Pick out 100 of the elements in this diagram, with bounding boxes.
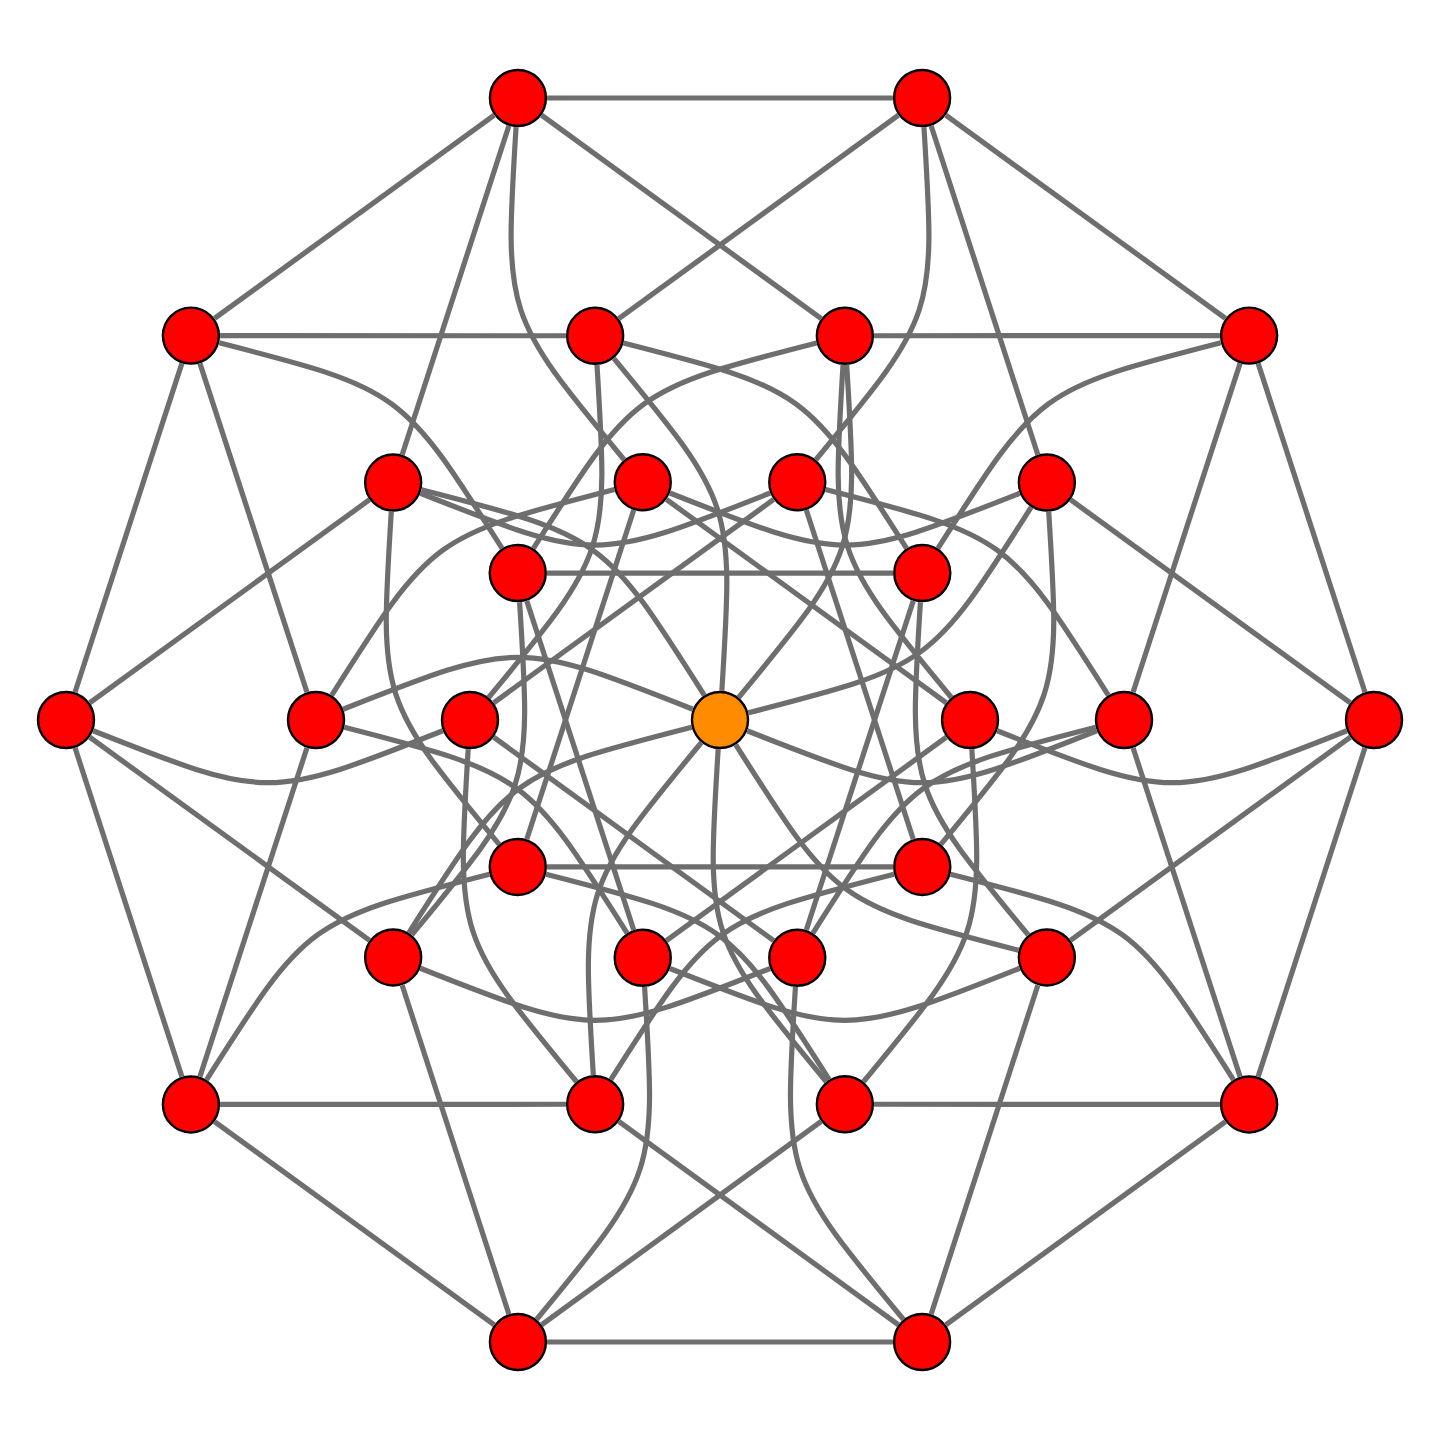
edge-line: [664, 497, 948, 705]
edge-line: [545, 871, 832, 1081]
edge-line: [949, 871, 1236, 1082]
edge-line: [622, 340, 909, 550]
edge-line: [944, 1119, 1228, 1327]
edge-line: [787, 986, 906, 1322]
vertex-circle: [161, 306, 221, 365]
vertex-circle: [613, 453, 672, 512]
edge-line: [420, 487, 707, 697]
edge-line: [540, 1119, 823, 1327]
edge-line: [419, 490, 772, 548]
edge-line: [835, 364, 954, 700]
edge-line: [399, 124, 512, 456]
vertex-circle: [488, 837, 547, 897]
vertex-circle: [488, 543, 547, 603]
edge-line: [399, 984, 512, 1316]
vertex-circle: [768, 453, 827, 512]
edge-line: [508, 126, 627, 462]
center-vertex: [690, 690, 750, 750]
edge-line: [406, 724, 693, 935]
edge-line: [460, 749, 579, 1084]
edge-line: [803, 509, 916, 840]
vertex-circle: [892, 1312, 952, 1372]
vertex-circle: [613, 928, 672, 987]
vertex-circle: [892, 68, 952, 128]
edge-line: [585, 740, 704, 1076]
edge-line: [343, 724, 630, 935]
vertex-circle: [893, 837, 952, 897]
edge-line: [220, 333, 566, 339]
vertex-circle: [1017, 453, 1077, 512]
edge-line: [611, 356, 730, 692]
vertex-circle: [286, 690, 346, 750]
edge-line: [546, 570, 894, 576]
edge-line: [492, 497, 776, 705]
edge-line: [329, 487, 616, 697]
edge-line: [547, 1339, 893, 1345]
edge-line: [220, 1101, 566, 1107]
edge-line: [342, 654, 694, 712]
vertex-circle: [363, 453, 423, 512]
edge-line: [813, 126, 932, 462]
edge-line: [213, 1119, 496, 1327]
edge-line: [531, 340, 818, 550]
edge-line: [1130, 362, 1243, 694]
edge-line: [383, 511, 502, 847]
vertex-circle: [36, 690, 96, 750]
edge-line: [492, 735, 776, 943]
edge-line: [810, 724, 1097, 935]
edge-line: [218, 340, 505, 550]
edge-line: [746, 728, 1098, 786]
vertex-circle: [565, 1075, 625, 1134]
edge-line: [938, 511, 1057, 847]
edge-line: [547, 95, 893, 101]
edge-line: [1255, 362, 1368, 694]
edge-line: [197, 362, 310, 694]
edge-line: [803, 600, 916, 931]
edge-line: [710, 749, 829, 1084]
vertex-circle: [161, 1075, 221, 1134]
edge-line: [72, 362, 185, 694]
edge-line: [204, 871, 491, 1082]
vertex-circle: [1219, 306, 1279, 365]
vertex-circle: [1219, 1075, 1279, 1134]
edge-line: [88, 497, 372, 705]
edge-line: [944, 113, 1228, 321]
edge-line: [617, 113, 901, 321]
edge-line: [88, 735, 372, 943]
edge-line: [912, 602, 1031, 937]
edge-line: [486, 364, 605, 700]
vertex-circle: [565, 306, 625, 365]
vertex-circle: [1094, 690, 1154, 750]
edge-line: [928, 124, 1041, 456]
edge-line: [824, 487, 1111, 697]
edge-line: [736, 364, 855, 700]
edge-line: [1255, 746, 1368, 1078]
edge-line: [664, 735, 948, 943]
edge-line: [534, 986, 653, 1322]
vertex-circle: [940, 690, 1000, 750]
edge-line: [1068, 497, 1352, 705]
edge-line: [747, 505, 1034, 716]
edge-line: [524, 600, 637, 931]
edge-line: [928, 984, 1041, 1316]
edge-line: [874, 333, 1220, 339]
edge-line: [409, 602, 528, 937]
edge-line: [874, 1101, 1220, 1107]
vertex-circle: [488, 1312, 548, 1372]
vertex-circle: [815, 1075, 875, 1134]
edge-line: [419, 965, 772, 1023]
edge-line: [608, 871, 895, 1081]
vertex-circle: [1344, 690, 1404, 750]
vertex-circle: [363, 928, 423, 987]
vertex-circle: [893, 543, 952, 603]
edge-line: [546, 864, 894, 870]
edge-line: [72, 746, 185, 1078]
edge-line: [935, 340, 1222, 550]
edge-line: [861, 749, 980, 1084]
vertex-circle: [768, 928, 827, 987]
edge-line: [1130, 746, 1243, 1078]
vertex-circle: [488, 68, 548, 128]
edge-line: [213, 113, 496, 321]
vertex-circle: [815, 306, 875, 365]
edge-line: [197, 746, 310, 1078]
